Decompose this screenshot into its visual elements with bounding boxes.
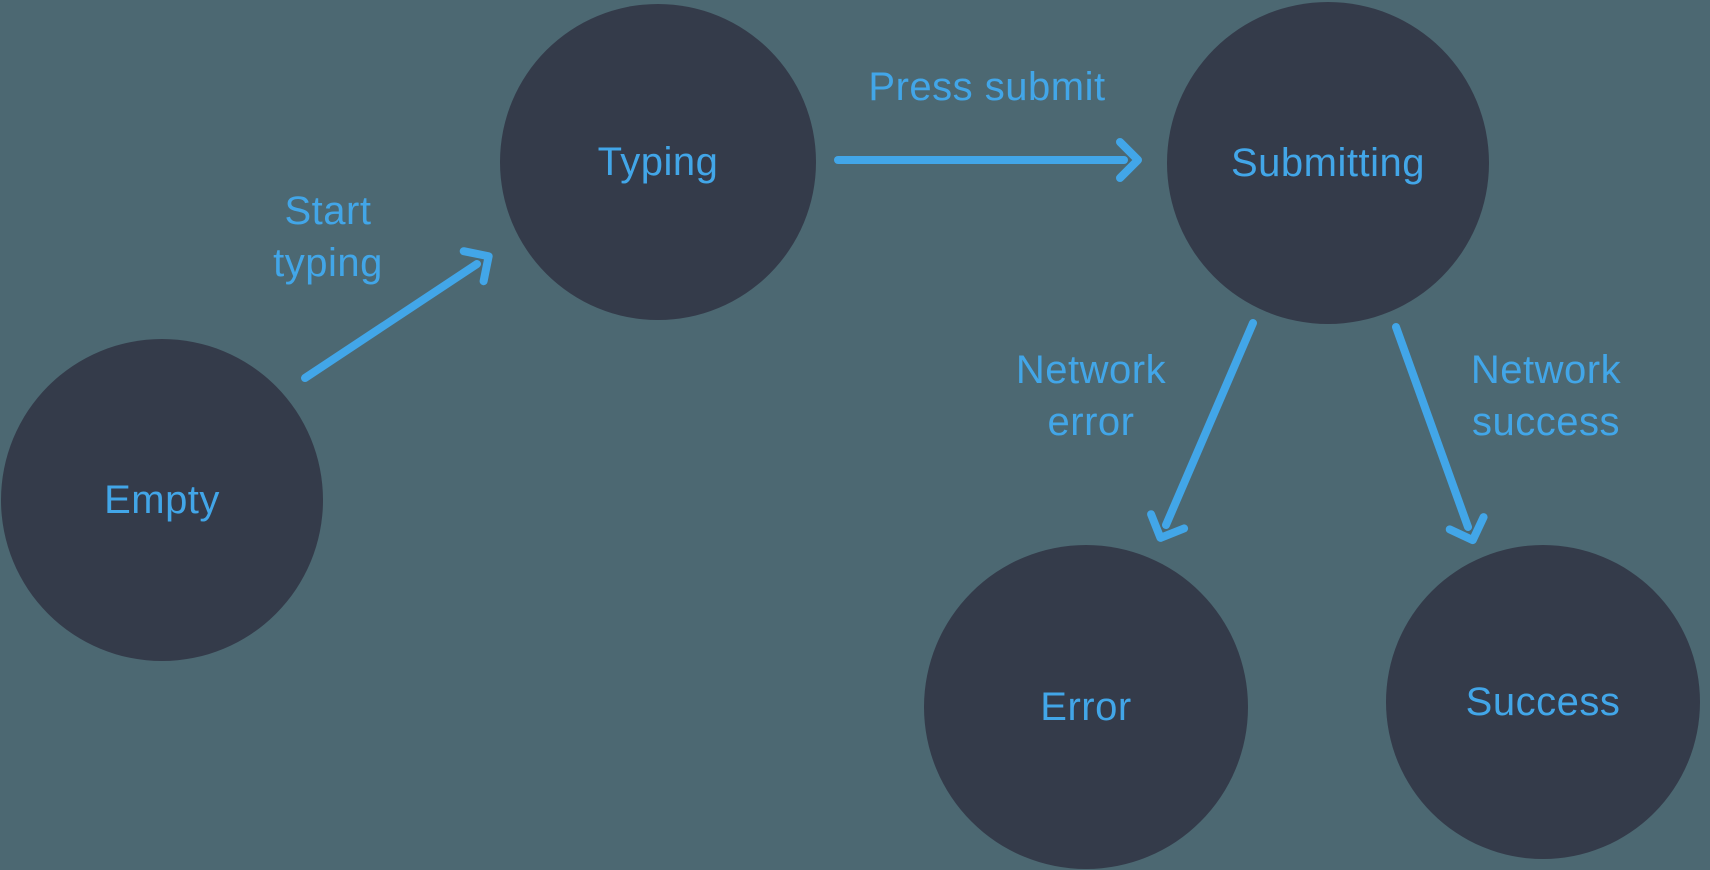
edge-network-error-arrow: [1147, 319, 1257, 542]
edge-label-press-submit: Press submit: [868, 65, 1106, 109]
node-success: Success: [1386, 545, 1700, 859]
node-error: Error: [924, 545, 1248, 869]
edge-label-network-error: Network error: [1015, 348, 1167, 444]
edge-label-network-success: Network success: [1470, 348, 1622, 444]
node-submitting-label: Submitting: [1231, 140, 1425, 185]
node-empty-label: Empty: [104, 477, 220, 522]
node-submitting: Submitting: [1167, 2, 1489, 324]
node-empty: Empty: [1, 339, 323, 661]
edge-label-start-typing: Start typing: [273, 189, 383, 285]
node-typing: Typing: [500, 4, 816, 320]
node-success-label: Success: [1465, 679, 1621, 724]
edge-start-typing-arrow: [301, 247, 493, 382]
node-typing-label: Typing: [597, 139, 719, 184]
node-error-label: Error: [1040, 684, 1132, 729]
edge-network-success-arrow: [1392, 323, 1488, 545]
